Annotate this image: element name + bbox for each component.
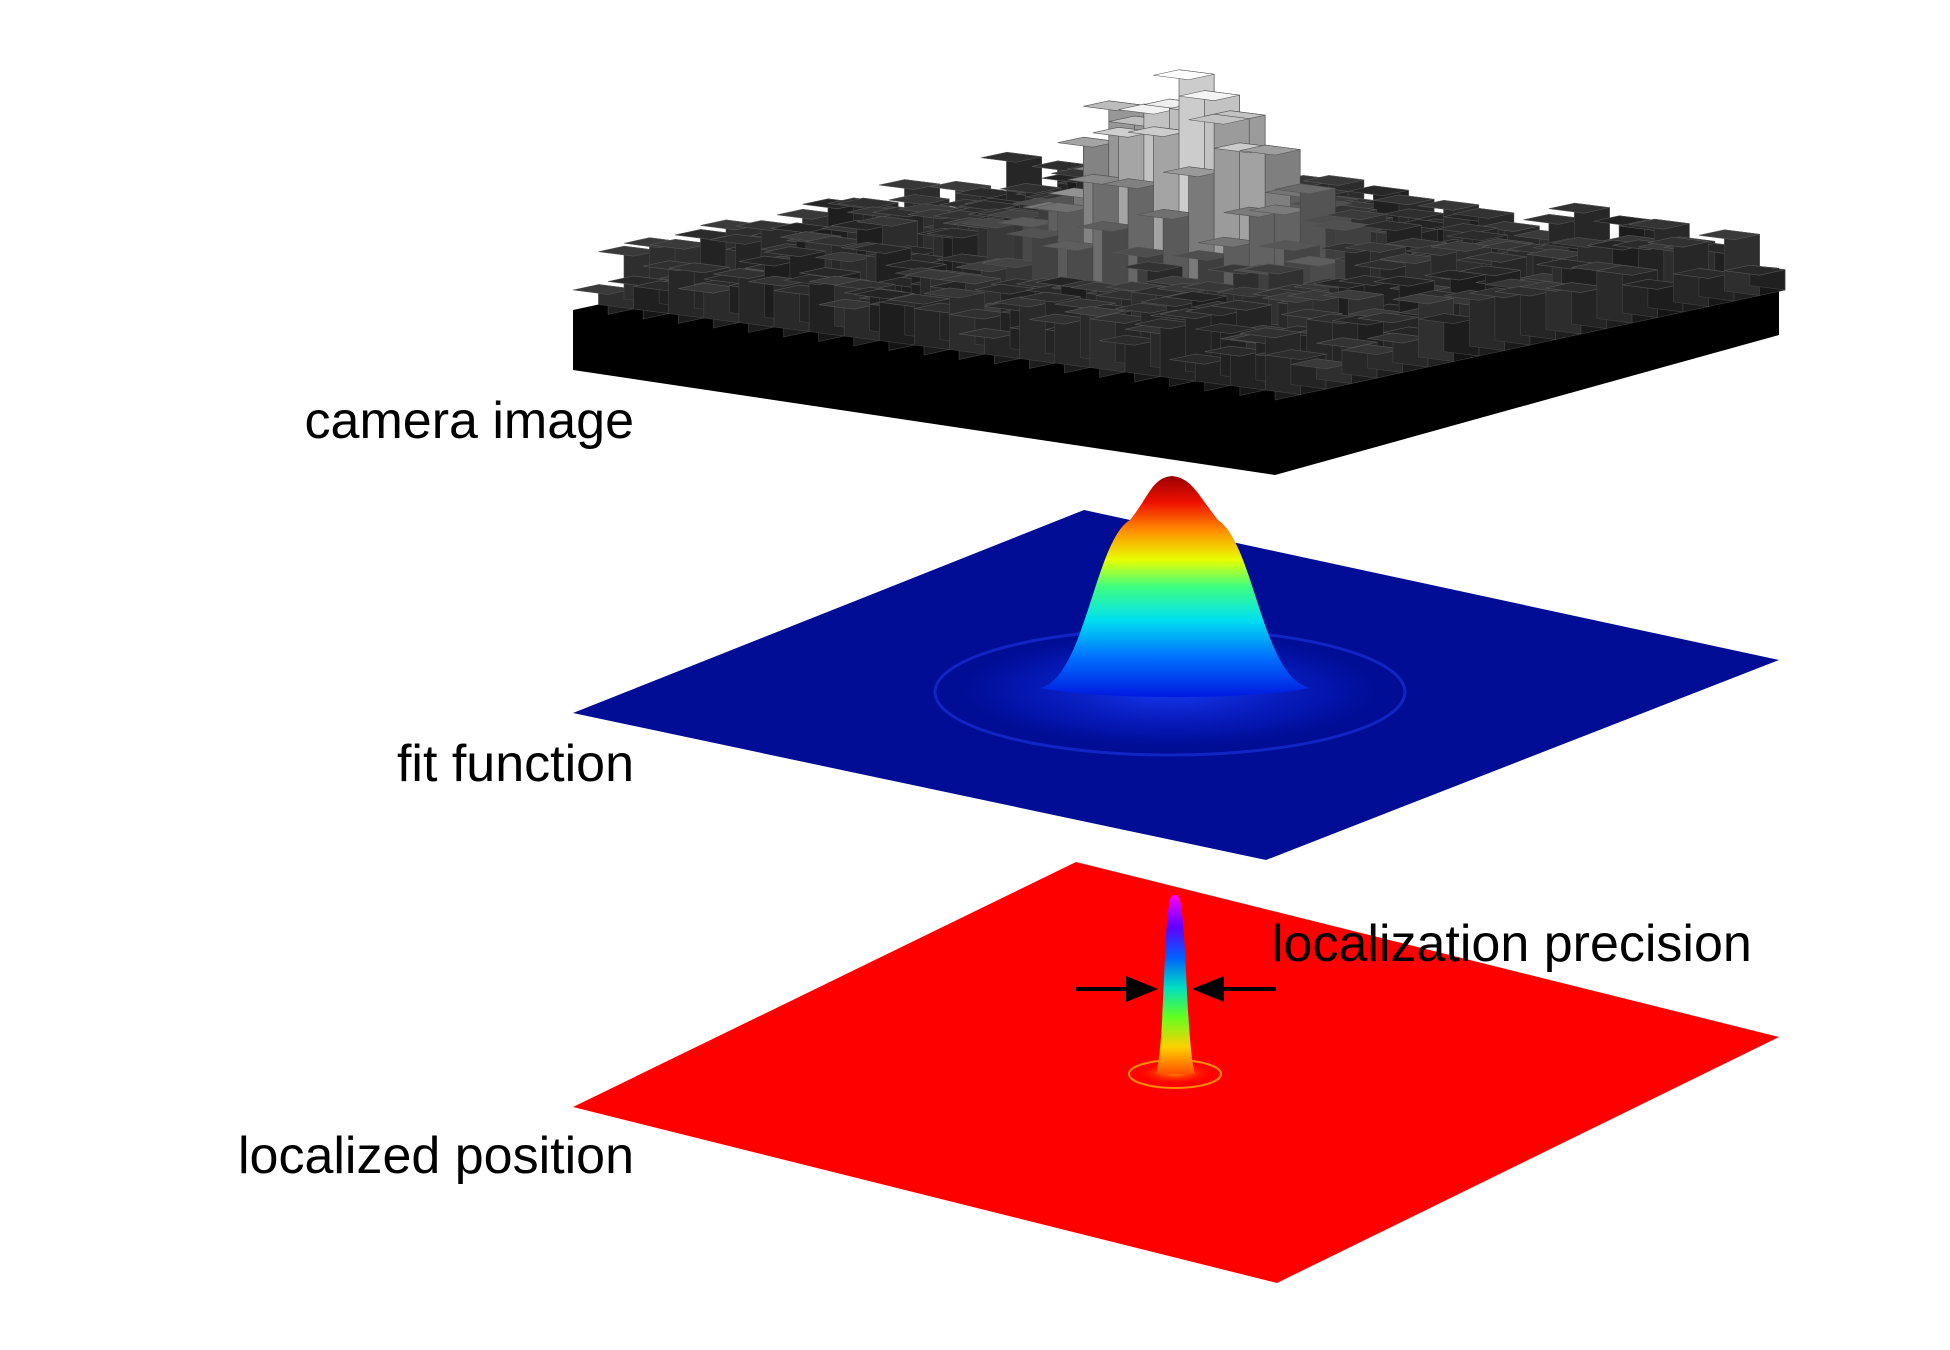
camera-bar-top (1437, 223, 1498, 234)
localized-position-peak (1156, 894, 1195, 1074)
camera-bar-top (1195, 323, 1256, 334)
camera-bar-top (939, 273, 1001, 285)
camera-bar-top (1647, 236, 1709, 248)
camera-bar-top (1121, 261, 1183, 273)
camera-bar-top (923, 287, 985, 299)
camera-bar-top (1242, 263, 1304, 275)
localization-precision-label: localization precision (1272, 915, 1752, 973)
camera-bar-top (1322, 289, 1384, 301)
fit-function-label: fit function (396, 735, 634, 793)
camera-bar-top (1373, 275, 1435, 287)
camera-bar-top (1211, 299, 1272, 311)
camera-bar-top (958, 200, 1020, 211)
camera-bar-top (1418, 200, 1479, 211)
camera-bar-top (1347, 185, 1409, 197)
camera-bar-top (856, 215, 918, 227)
camera-bar-top (1373, 194, 1435, 206)
camera-bar-top (764, 246, 826, 257)
arrow-right-pointing-icon (1076, 976, 1158, 1002)
camera-bar-top (1446, 230, 1508, 241)
camera-bar-top (1478, 221, 1540, 232)
camera-bar-top (1628, 218, 1690, 230)
camera-bar-top (1274, 183, 1336, 195)
camera-bar-top (1344, 242, 1406, 253)
precision-arrows (1076, 976, 1276, 1002)
camera-bar-top (980, 151, 1042, 163)
camera-bar-top (1178, 90, 1240, 101)
camera-bar-top (1596, 265, 1658, 276)
camera-bar-top (1265, 349, 1327, 360)
camera-bar-top (850, 243, 912, 254)
camera-bar-top (1453, 208, 1514, 219)
camera-bar-top (668, 262, 730, 274)
camera-bar-top (1239, 327, 1301, 339)
localized-position-label: localized position (237, 1127, 634, 1185)
camera-bar-top (1548, 202, 1610, 214)
camera-bar-top (1166, 291, 1228, 302)
localized-position-layer (573, 862, 1779, 1283)
camera-bar-top (1019, 291, 1081, 303)
camera-bar-top (1724, 264, 1786, 276)
camera-bar-top (1459, 265, 1521, 277)
camera-bar-top (1258, 240, 1320, 251)
camera-bar-top (799, 267, 861, 278)
camera-bar-top (1325, 209, 1387, 220)
camera-bar-top (1316, 337, 1378, 348)
fit-function-layer (573, 476, 1779, 860)
camera-pixel-bars (572, 69, 1786, 401)
camera-bar-top (1392, 293, 1454, 305)
camera-bar-top (1239, 144, 1301, 156)
camera-image-label: camera image (304, 392, 634, 450)
camera-bar-top (878, 179, 940, 190)
camera-bar-top (885, 259, 947, 271)
camera-bar-top (888, 194, 950, 205)
camera-bar-top (1000, 183, 1061, 194)
camera-bar-top (1153, 69, 1215, 81)
camera-image-layer (572, 69, 1786, 475)
camera-bar-top (1303, 175, 1364, 186)
camera-bar-top (1188, 113, 1250, 125)
camera-bar-top (853, 288, 915, 300)
fit-function-gaussian-peak (1040, 476, 1310, 697)
arrow-left-pointing-icon (1192, 976, 1276, 1002)
camera-bar-top (837, 197, 899, 209)
camera-bar-top (1064, 306, 1126, 317)
camera-bar-top (1360, 220, 1422, 232)
camera-bar-top (1466, 252, 1527, 263)
camera-bar-top (1698, 229, 1760, 241)
camera-bar-top (834, 279, 896, 291)
